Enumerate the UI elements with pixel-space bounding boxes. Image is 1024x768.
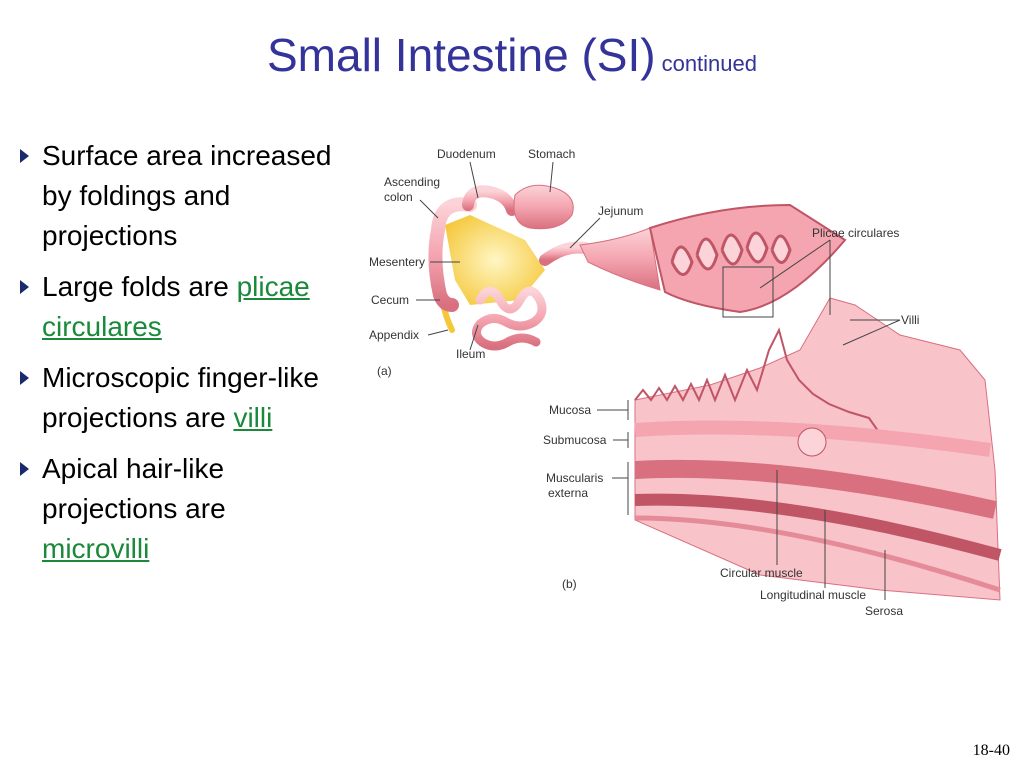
- zoom-box: [722, 266, 774, 318]
- villus-cross-section: [797, 427, 827, 457]
- bullet-text: Large folds are: [42, 271, 237, 302]
- panel-a-drawing: [428, 184, 847, 351]
- mucosa-villi: [634, 327, 884, 439]
- bullet-item: Microscopic finger-like projections are …: [18, 358, 338, 438]
- cutaway-segment: [648, 203, 847, 314]
- title-suffix: continued: [661, 51, 757, 76]
- circular-muscle-layer: [634, 459, 997, 519]
- page-number: 18-40: [972, 742, 1010, 759]
- label-ascending: Ascending: [384, 175, 440, 189]
- panel-a-tag: (a): [377, 364, 392, 378]
- bullet-text: Apical hair-like projections are: [42, 453, 226, 524]
- label-cecum: Cecum: [371, 293, 409, 307]
- ascending-colon-shape: [428, 197, 477, 312]
- intestine-figure: Duodenum Stomach Ascending colon Jejunum…: [369, 147, 1002, 618]
- serosa-layer: [634, 515, 1001, 593]
- label-muscularis: Muscularis: [546, 471, 603, 485]
- label-appendix: Appendix: [369, 328, 419, 342]
- slide-title: Small Intestine (SI)continued: [0, 28, 1024, 82]
- bullet-arrow-icon: [20, 371, 29, 385]
- label-plicae-circulares: Plicae circulares: [812, 226, 899, 240]
- label-ileum: Ileum: [456, 347, 485, 361]
- title-main: Small Intestine (SI): [267, 29, 656, 81]
- label-duodenum: Duodenum: [437, 147, 496, 161]
- label-mucosa: Mucosa: [549, 403, 591, 417]
- ileum-coils: [472, 286, 547, 351]
- label-longitudinal-muscle: Longitudinal muscle: [760, 588, 866, 602]
- bullet-item: Surface area increased by foldings and p…: [18, 136, 338, 256]
- term-microvilli[interactable]: microvilli: [42, 533, 150, 564]
- panel-b-drawing: [634, 297, 1002, 601]
- bullet-text: Surface area increased by foldings and p…: [42, 140, 332, 251]
- intestine-tube: [579, 227, 661, 291]
- bullet-item: Apical hair-like projections are microvi…: [18, 449, 338, 569]
- submucosa-layer: [634, 420, 991, 457]
- label-submucosa: Submucosa: [543, 433, 607, 447]
- label-externa: externa: [548, 486, 588, 500]
- label-stomach: Stomach: [528, 147, 575, 161]
- bullet-arrow-icon: [20, 149, 29, 163]
- plicae-folds: [670, 231, 792, 276]
- bullet-text: Microscopic finger-like projections are: [42, 362, 319, 433]
- bullet-item: Large folds are plicae circulares: [18, 267, 338, 347]
- label-circular-muscle: Circular muscle: [720, 566, 803, 580]
- bullet-list: Surface area increased by foldings and p…: [18, 136, 338, 580]
- jejunum-shape: [539, 241, 591, 266]
- label-colon: colon: [384, 190, 413, 204]
- duodenum-shape: [462, 185, 518, 216]
- label-villi: Villi: [901, 313, 919, 327]
- label-mesentery: Mesentery: [369, 255, 425, 269]
- bullet-arrow-icon: [20, 280, 29, 294]
- panel-b-tag: (b): [562, 577, 577, 591]
- term-plicae-circulares[interactable]: plicae circulares: [42, 271, 310, 342]
- stomach-shape: [513, 184, 574, 230]
- figure-labels: Duodenum Stomach Ascending colon Jejunum…: [369, 147, 919, 618]
- leader-lines: [416, 161, 901, 600]
- longitudinal-muscle-layer: [634, 493, 1002, 561]
- mesentery-shape: [445, 215, 545, 305]
- label-serosa: Serosa: [865, 604, 903, 618]
- bullet-arrow-icon: [20, 462, 29, 476]
- label-jejunum: Jejunum: [598, 204, 643, 218]
- term-villi[interactable]: villi: [233, 402, 273, 433]
